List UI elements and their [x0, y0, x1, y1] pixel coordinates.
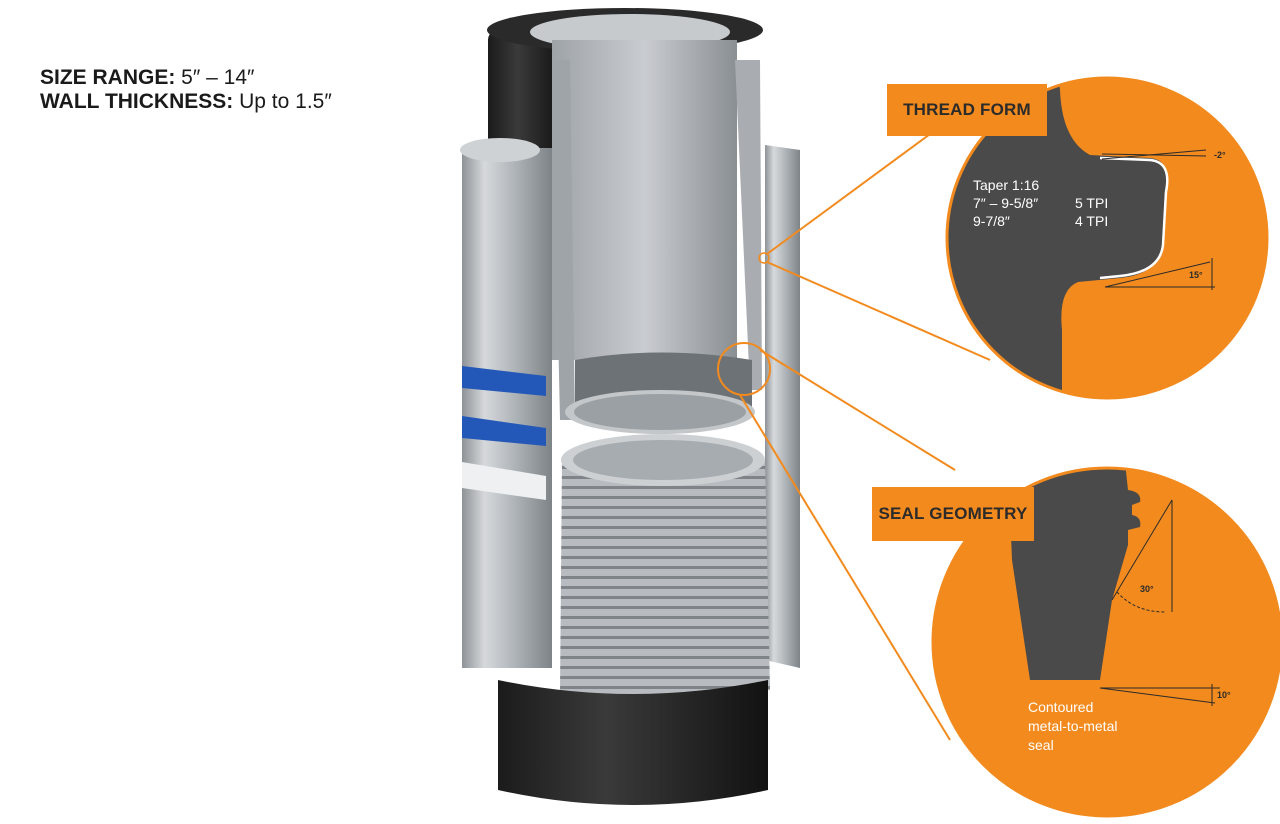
lower-pipe — [498, 680, 768, 805]
thread-angle-bottom: 15° — [1189, 270, 1203, 280]
seal-callout-marker — [717, 342, 771, 396]
size-range-value: 5″ – 14″ — [175, 66, 255, 89]
seal-angle-10: 10° — [1217, 690, 1231, 700]
thread-row-1-size: 7″ – 9-5/8″ — [973, 195, 1038, 211]
seal-note-line-3: seal — [1028, 737, 1054, 753]
thread-row-1-tpi: 5 TPI — [1075, 195, 1108, 211]
inner-bore — [552, 40, 762, 434]
blue-band-2 — [462, 416, 546, 446]
seal-geometry-detail: 30° 10° Contoured metal-to-metal seal — [931, 466, 1280, 818]
leader-lines — [739, 111, 991, 741]
white-band — [462, 462, 546, 500]
thread-callout-marker — [758, 252, 770, 264]
seal-note-line-2: metal-to-metal — [1028, 718, 1117, 734]
wall-thickness-row: WALL THICKNESS: Up to 1.5″ — [40, 90, 332, 114]
coupling-body — [460, 138, 800, 668]
wall-thickness-label: WALL THICKNESS: — [40, 90, 234, 113]
thread-angle-marks — [1101, 149, 1215, 290]
seal-geometry-title: SEAL GEOMETRY — [872, 487, 1034, 541]
seal-angle-marks — [1099, 499, 1220, 706]
seal-note-line-1: Contoured — [1028, 699, 1093, 715]
wall-thickness-value: Up to 1.5″ — [233, 90, 332, 113]
size-range-row: SIZE RANGE: 5″ – 14″ — [40, 66, 332, 90]
thread-row-2-tpi: 4 TPI — [1075, 213, 1108, 229]
thread-row-2-size: 9-7/8″ — [973, 213, 1010, 229]
thread-angle-top: -2° — [1214, 150, 1226, 160]
threaded-pin — [560, 434, 770, 700]
blue-band-1 — [462, 366, 546, 396]
thread-taper: Taper 1:16 — [973, 177, 1039, 193]
size-range-label: SIZE RANGE: — [40, 66, 176, 89]
seal-angle-30: 30° — [1140, 584, 1154, 594]
specs-block: SIZE RANGE: 5″ – 14″ WALL THICKNESS: Up … — [40, 66, 332, 114]
thread-form-title: THREAD FORM — [887, 84, 1047, 136]
